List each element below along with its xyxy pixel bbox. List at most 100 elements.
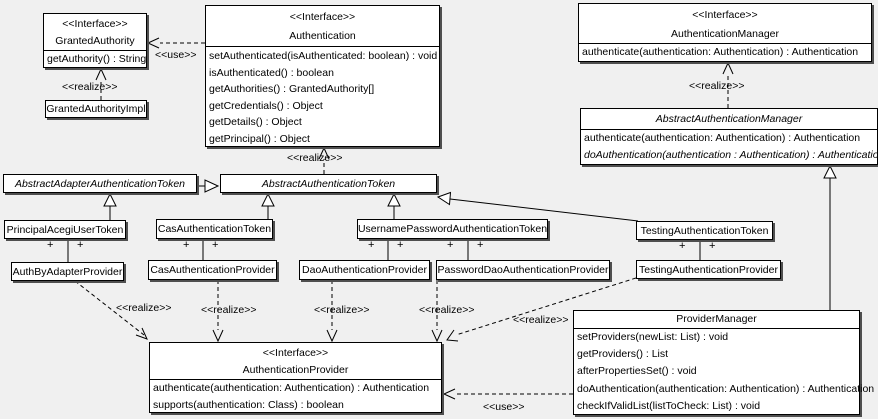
method: setAuthenticated(isAuthenticated: boolea… xyxy=(209,50,438,62)
class-name: GrantedAuthority xyxy=(55,35,135,47)
class-name: DaoAuthenticationProvider xyxy=(302,264,427,276)
class-abstract-adapter-authentication-token: AbstractAdapterAuthenticationToken xyxy=(3,174,197,193)
edge-generalize-testing-token xyxy=(436,191,639,222)
edge-realize-authbyadapterprovider xyxy=(74,280,148,340)
method: getAuthority() : String xyxy=(47,53,147,65)
method: authenticate(authentication: Authenticat… xyxy=(582,46,859,58)
multiplicity-label: + xyxy=(709,240,716,252)
class-password-dao-authentication-provider: PasswordDaoAuthenticationProvider xyxy=(436,260,610,280)
edge-generalize-usernamepassword-token xyxy=(387,192,401,219)
class-name: AuthenticationProvider xyxy=(242,364,349,376)
edge-realize-testingauthenticationprovider xyxy=(446,277,637,342)
class-name: ProviderManager xyxy=(676,313,757,325)
method: checkIfValidList(listToCheck: List) : vo… xyxy=(577,399,761,412)
method: doAuthentication(authentication: Authent… xyxy=(577,382,875,395)
method: authenticate(authentication: Authenticat… xyxy=(584,132,861,144)
class-name: AbstractAuthenticationManager xyxy=(655,113,803,125)
edge-generalize-adapter-token xyxy=(198,179,220,193)
class-name: AuthByAdapterProvider xyxy=(12,265,123,278)
multiplicity-label: + xyxy=(183,239,190,251)
class-name: CasAuthenticationProvider xyxy=(150,264,275,276)
class-name: AbstractAuthenticationToken xyxy=(261,177,396,190)
realize-label: <<realize>> xyxy=(513,314,569,326)
edge-use-authentication-grantedauthority xyxy=(146,37,205,49)
realize-label: <<realize>> xyxy=(287,152,343,164)
class-testing-authentication-provider: TestingAuthenticationProvider xyxy=(636,260,781,279)
multiplicity-label: + xyxy=(368,239,375,251)
class-name: AbstractAdapterAuthenticationToken xyxy=(14,177,186,190)
class-name: UsernamePasswordAuthenticationToken xyxy=(357,223,548,235)
edge-realize-abstractauthenticationmanager xyxy=(722,61,734,108)
realize-label: <<realize>> xyxy=(689,80,745,92)
class-granted-authority: <<Interface>> GrantedAuthority getAuthor… xyxy=(43,13,147,68)
edge-generalize-principal-token xyxy=(103,192,117,220)
method: getDetails() : Object xyxy=(209,116,302,128)
class-username-password-authentication-token: UsernamePasswordAuthenticationToken xyxy=(357,219,548,239)
class-header: ProviderManager xyxy=(574,311,859,329)
class-abstract-authentication-manager: AbstractAuthenticationManager authentica… xyxy=(580,108,878,165)
use-label: <<use>> xyxy=(483,401,525,413)
method-list: authenticate(authentication: Authenticat… xyxy=(581,130,878,164)
realize-label: <<realize>> xyxy=(201,304,257,316)
class-header: <<Interface>> AuthenticationManager xyxy=(579,4,871,44)
method-list: getAuthority() : String xyxy=(44,51,146,67)
multiplicity-label: + xyxy=(679,240,686,252)
method-list: setAuthenticated(isAuthenticated: boolea… xyxy=(206,47,439,147)
edge-realize-grantedauthorityimpl xyxy=(95,67,107,100)
realize-label: <<realize>> xyxy=(62,81,118,93)
method: getAuthorities() : GrantedAuthority[] xyxy=(209,83,375,95)
stereotype-label: <<Interface>> xyxy=(289,11,356,23)
edge-realize-passworddaoauthenticationprovider xyxy=(431,280,443,343)
class-auth-by-adapter-provider: AuthByAdapterProvider xyxy=(11,262,124,281)
method-list: authenticate(authentication: Authenticat… xyxy=(579,44,871,61)
method: afterPropertiesSet() : void xyxy=(577,365,697,378)
multiplicity-label: + xyxy=(77,239,84,251)
edge-realize-daoauthenticationprovider xyxy=(326,280,338,343)
method-list: authenticate(authentication: Authenticat… xyxy=(150,380,441,413)
class-header: <<Interface>> AuthenticationProvider xyxy=(150,343,441,380)
method-list: setProviders(newList: List) : void getPr… xyxy=(574,329,875,415)
method: isAuthenticated() : boolean xyxy=(209,66,334,79)
class-authentication-provider: <<Interface>> AuthenticationProvider aut… xyxy=(149,342,442,413)
class-authentication-manager: <<Interface>> AuthenticationManager auth… xyxy=(578,3,872,62)
stereotype-label: <<Interface>> xyxy=(692,9,758,21)
class-name: CasAuthenticationToken xyxy=(157,223,272,235)
class-header: <<Interface>> GrantedAuthority xyxy=(44,14,146,51)
method: getPrincipal() : Object xyxy=(209,132,310,145)
class-provider-manager: ProviderManager setProviders(newList: Li… xyxy=(573,310,875,415)
stereotype-label: <<Interface>> xyxy=(262,347,329,359)
use-label: <<use>> xyxy=(155,49,197,61)
edge-generalize-cas-token xyxy=(261,192,275,219)
class-name: AuthenticationManager xyxy=(671,27,779,40)
class-dao-authentication-provider: DaoAuthenticationProvider xyxy=(299,260,430,280)
class-name: TestingAuthenticationToken xyxy=(640,224,769,237)
edge-realize-abstractauthenticationtoken xyxy=(318,146,330,174)
class-name: PrincipalAcegiUserToken xyxy=(6,223,124,236)
edge-use-providermanager-authenticationprovider xyxy=(442,388,573,400)
method: setProviders(newList: List) : void xyxy=(577,331,729,343)
class-authentication: <<Interface>> Authentication setAuthenti… xyxy=(205,5,440,147)
multiplicity-label: + xyxy=(447,239,454,251)
class-name: GrantedAuthorityImpl xyxy=(46,103,146,115)
method: authenticate(authentication: Authenticat… xyxy=(153,382,430,394)
method-abstract: doAuthentication(authentication : Authen… xyxy=(584,149,878,161)
stereotype-label: <<Interface>> xyxy=(62,18,128,30)
class-abstract-authentication-token: AbstractAuthenticationToken xyxy=(220,174,437,193)
class-granted-authority-impl: GrantedAuthorityImpl xyxy=(45,100,147,118)
method: supports(authentication: Class) : boolea… xyxy=(153,398,344,411)
class-cas-authentication-provider: CasAuthenticationProvider xyxy=(148,260,277,280)
realize-label: <<realize>> xyxy=(116,302,172,314)
edge-generalize-providermanager xyxy=(823,164,837,310)
multiplicity-label: + xyxy=(212,239,219,251)
class-cas-authentication-token: CasAuthenticationToken xyxy=(156,219,273,239)
multiplicity-label: + xyxy=(477,239,484,251)
realize-label: <<realize>> xyxy=(419,304,475,316)
class-testing-authentication-token: TestingAuthenticationToken xyxy=(636,221,773,240)
multiplicity-label: + xyxy=(47,239,54,251)
class-principal-acegi-user-token: PrincipalAcegiUserToken xyxy=(4,220,126,239)
class-name: Authentication xyxy=(289,30,356,42)
class-name: PasswordDaoAuthenticationProvider xyxy=(437,264,609,276)
class-header: <<Interface>> Authentication xyxy=(206,6,439,47)
